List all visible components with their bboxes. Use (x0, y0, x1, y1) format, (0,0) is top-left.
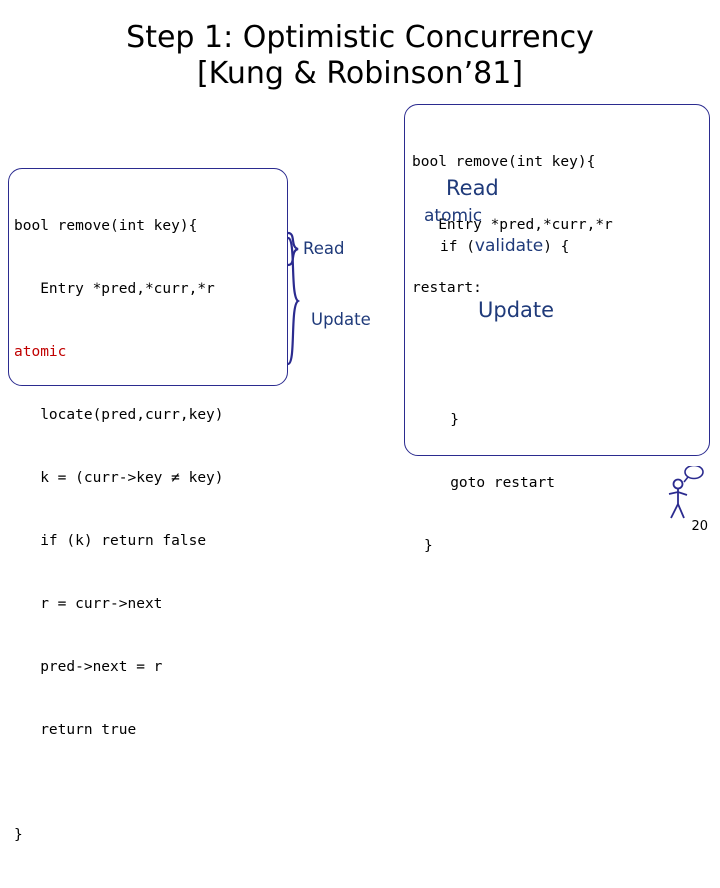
if-prefix: if ( (440, 239, 475, 255)
right-update-label: Update (478, 298, 555, 322)
left-code-listing: bool remove(int key){ Entry *pred,*curr,… (14, 174, 304, 888)
code-line: locate(pred,curr,key) (14, 407, 224, 423)
right-atomic-label: atomic (424, 206, 483, 226)
left-code-box (8, 168, 288, 386)
page-number: 20 (691, 519, 708, 534)
code-line: pred->next = r (14, 659, 163, 675)
code-line-atomic: atomic (14, 344, 67, 360)
right-code-listing: bool remove(int key){ Entry *pred,*curr,… (412, 110, 712, 341)
slide-canvas: Step 1: Optimistic Concurrency [Kung & R… (0, 20, 720, 843)
right-code-box (404, 104, 710, 456)
code-line: restart: (412, 280, 482, 296)
right-if-validate-line: if (validate) { (440, 236, 569, 256)
code-line: Entry *pred,*curr,*r (14, 281, 215, 297)
code-line: r = curr->next (14, 596, 163, 612)
read-annotation-label: Read (303, 239, 345, 258)
right-read-label: Read (446, 176, 499, 200)
code-line: } (424, 538, 433, 554)
code-line: return true (14, 722, 137, 738)
page-title: Step 1: Optimistic Concurrency [Kung & R… (0, 20, 720, 92)
validate-label: validate (474, 236, 544, 256)
code-line: bool remove(int key){ (412, 154, 596, 170)
code-line: if (k) return false (14, 533, 207, 549)
code-line: goto restart (424, 475, 555, 491)
code-line: k = (curr->key ≠ key) (14, 470, 224, 486)
if-suffix: ) { (543, 239, 570, 255)
code-line: } (14, 827, 23, 843)
update-annotation-label: Update (311, 310, 371, 329)
code-line: Entry *pred,*curr,*r (412, 217, 613, 233)
code-line: } (424, 412, 459, 428)
page-title-line1: Step 1: Optimistic Concurrency (126, 20, 594, 55)
page-title-line2: [Kung & Robinson’81] (196, 56, 524, 91)
code-line: bool remove(int key){ (14, 218, 198, 234)
right-code-tail: } goto restart } (424, 368, 555, 599)
update-brace-icon (286, 236, 300, 366)
person-icon (668, 466, 704, 519)
